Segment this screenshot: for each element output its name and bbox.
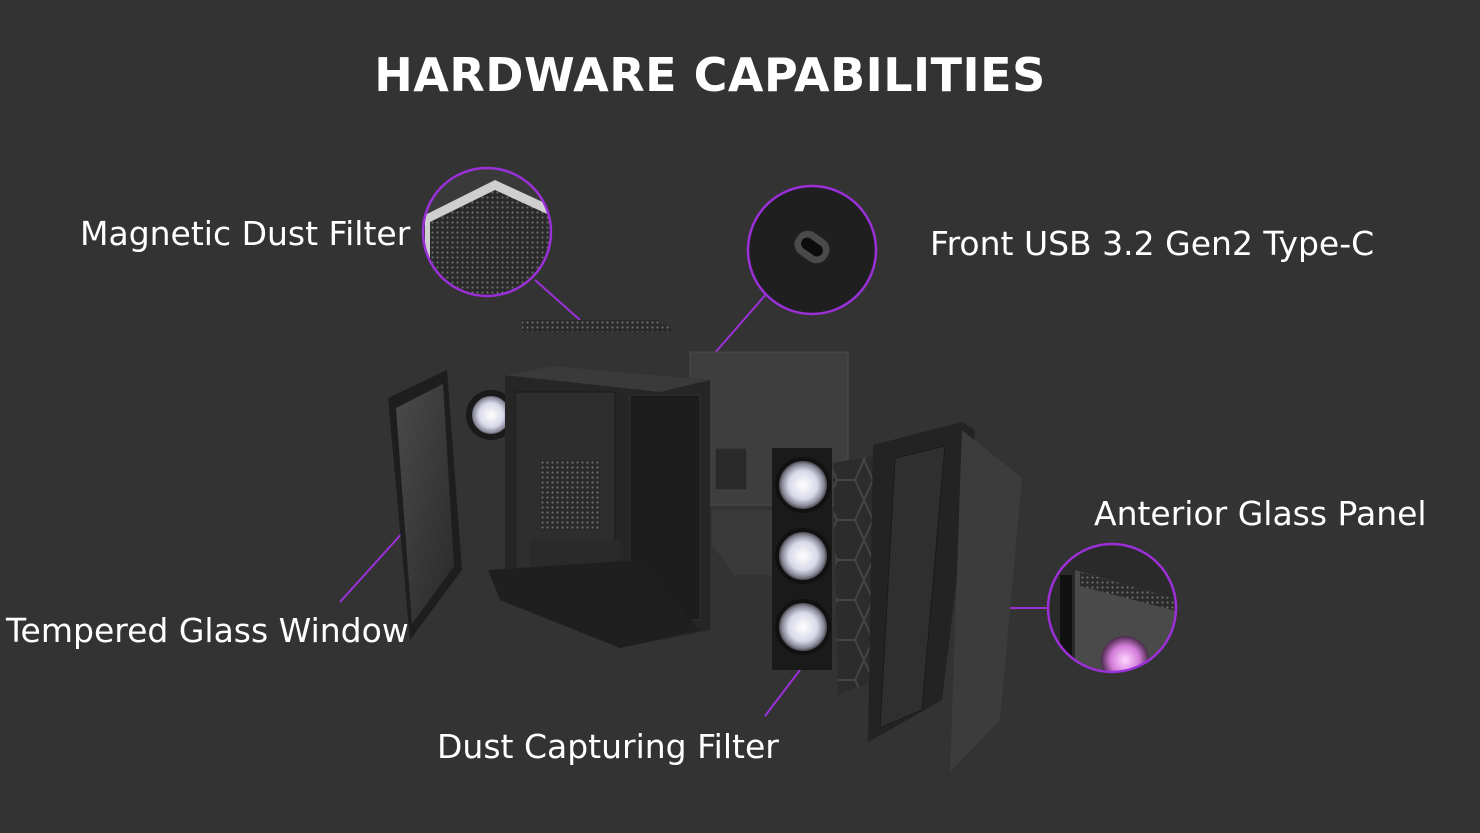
label-tempered-glass-window: Tempered Glass Window bbox=[6, 611, 409, 650]
label-dust-capturing-filter: Dust Capturing Filter bbox=[437, 727, 779, 766]
front-frame-inner bbox=[879, 445, 946, 729]
zoom-anterior-panel bbox=[1046, 542, 1178, 674]
zoom-usb-port bbox=[746, 184, 878, 316]
hex-dust-filter bbox=[833, 455, 878, 695]
slide-title: HARDWARE CAPABILITIES bbox=[0, 48, 1480, 102]
top-mesh-filter bbox=[522, 320, 676, 332]
anterior-glass-panel bbox=[950, 430, 1022, 772]
label-anterior-glass-panel: Anterior Glass Panel bbox=[1094, 494, 1427, 533]
label-front-usb: Front USB 3.2 Gen2 Type-C bbox=[930, 224, 1375, 263]
zoom-magnetic-filter bbox=[421, 166, 553, 298]
front-fans bbox=[772, 448, 832, 670]
main-chassis bbox=[488, 366, 710, 648]
tempered-glass-pane bbox=[396, 384, 454, 624]
label-magnetic-dust-filter: Magnetic Dust Filter bbox=[80, 214, 411, 253]
slide-title-text: HARDWARE CAPABILITIES bbox=[374, 48, 1046, 102]
drive-bracket bbox=[712, 510, 780, 575]
ssd-bracket bbox=[714, 447, 748, 491]
